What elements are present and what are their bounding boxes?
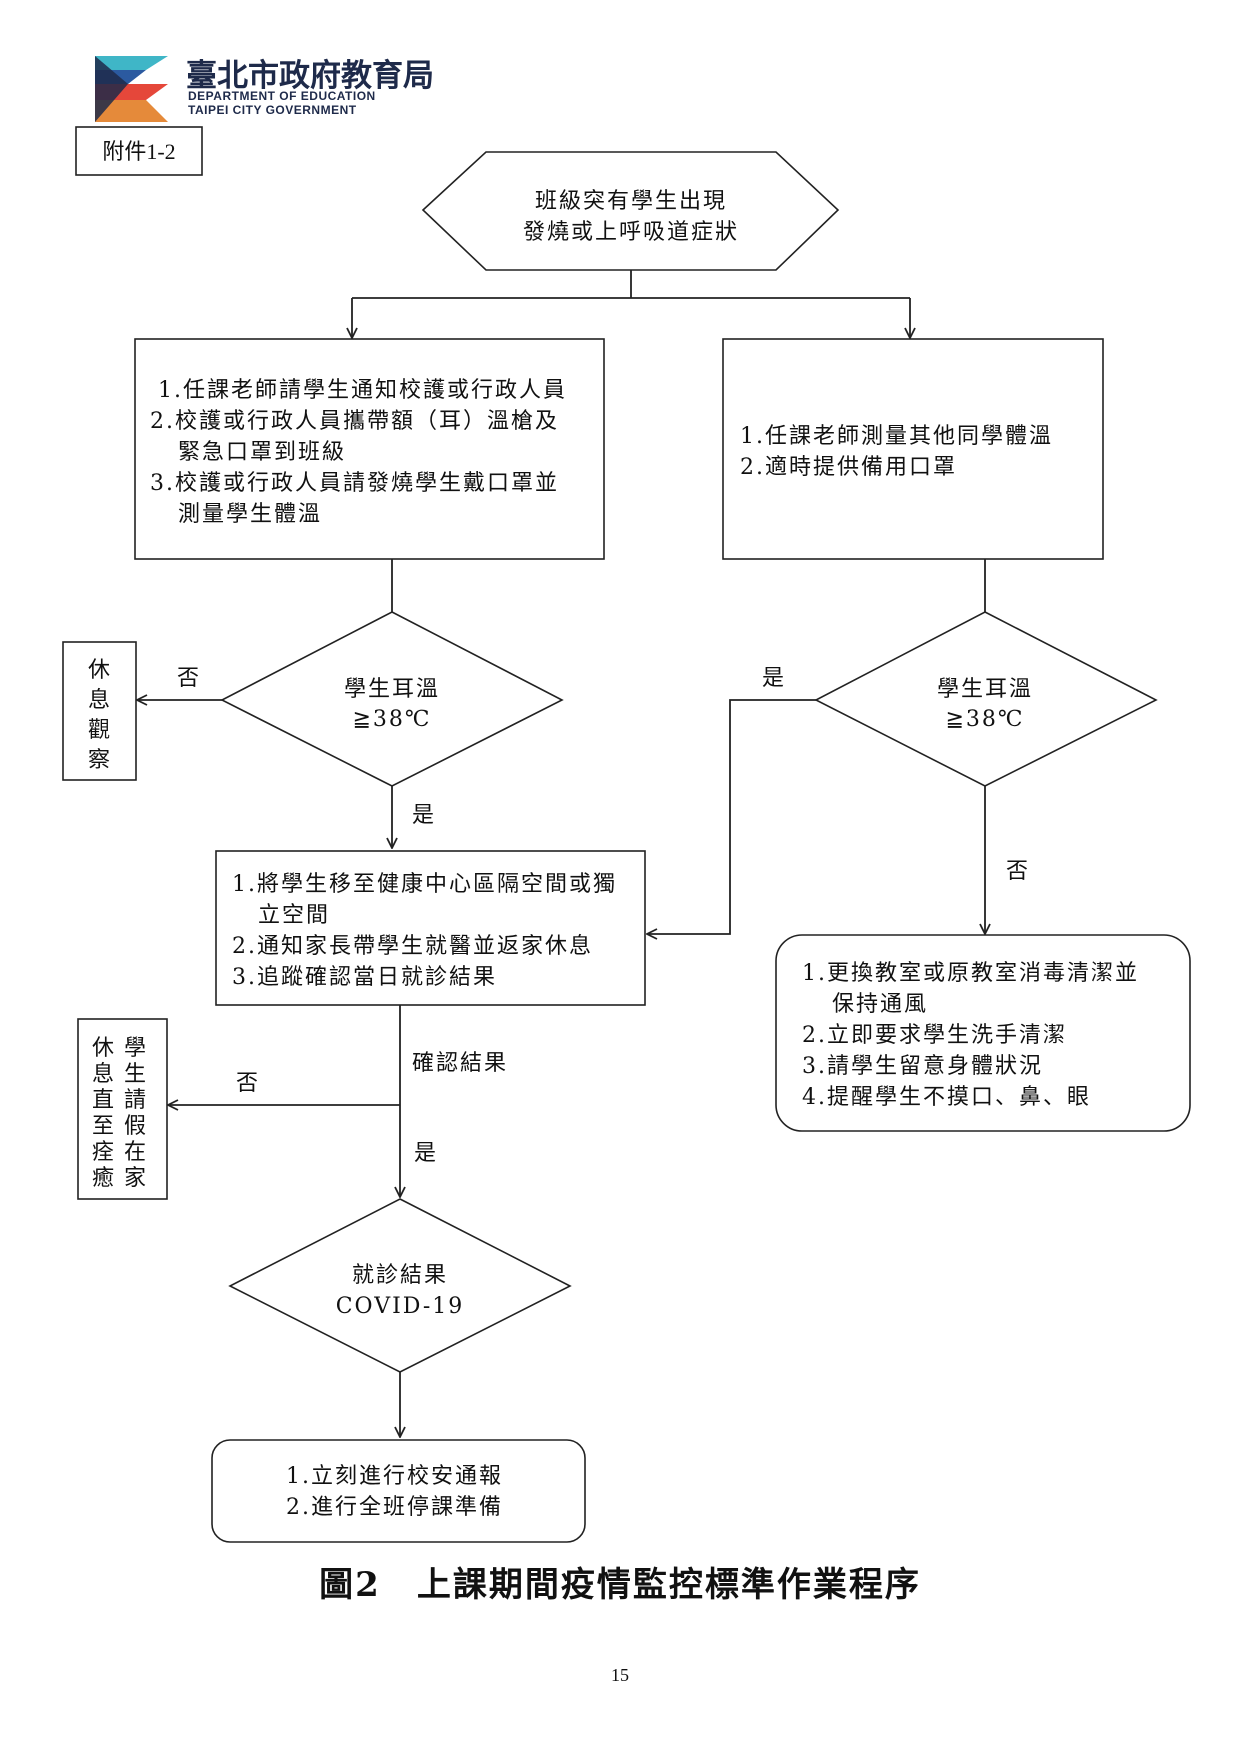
start-hexagon: [421, 151, 840, 271]
leave-col1-char-5: 痊: [92, 1140, 116, 1165]
rest-observe-char-2: 息: [88, 688, 112, 713]
rest-observe-char-1: 休: [88, 658, 112, 683]
diagnosis-line-1: 就診結果: [352, 1263, 448, 1288]
right-action-2: 2.適時提供備用口罩: [740, 455, 957, 480]
leave-col1-char-1: 休: [92, 1036, 116, 1061]
class-action-4: 4.提醒學生不摸口、鼻、眼: [802, 1085, 1091, 1110]
left-actions-box: [134, 338, 605, 560]
start-line-2: 發燒或上呼吸道症狀: [523, 220, 739, 245]
confirm-label: 確認結果: [412, 1051, 508, 1076]
right-actions-box: [722, 338, 1104, 560]
start-line-1: 班級突有學生出現: [535, 189, 727, 214]
attachment-label: 附件1-2: [102, 139, 175, 164]
page-number: 15: [611, 1665, 629, 1685]
class-actions-box: [775, 934, 1191, 1132]
isolate-action-1-cont: 立空間: [258, 903, 330, 928]
leave-col2-char-4: 假: [124, 1114, 148, 1139]
leave-col1-char-3: 直: [92, 1088, 116, 1113]
figure-caption: 圖2 上課期間疫情監控標準作業程序: [319, 1565, 921, 1605]
isolate-action-2: 2.通知家長帶學生就醫並返家休息: [232, 934, 593, 959]
confirm-no-label: 否: [236, 1071, 260, 1096]
left-action-2-cont: 緊急口罩到班級: [178, 440, 346, 465]
leave-col1-char-6: 癒: [92, 1166, 116, 1191]
isolate-action-3: 3.追蹤確認當日就診結果: [232, 965, 497, 990]
class-action-1: 1.更換教室或原教室消毒清潔並: [802, 961, 1139, 986]
final-action-1: 1.立刻進行校安通報: [286, 1464, 503, 1489]
department-logo: [95, 56, 168, 122]
leave-col2-char-2: 生: [124, 1062, 148, 1087]
isolate-action-1: 1.將學生移至健康中心區隔空間或獨: [232, 872, 617, 897]
leave-col2-char-3: 請: [124, 1088, 148, 1113]
org-name-en-1: DEPARTMENT OF EDUCATION: [188, 89, 376, 103]
leave-col1-char-4: 至: [92, 1114, 116, 1139]
arrow-right-yes: [647, 699, 816, 934]
right-check-line-2: ≧38℃: [945, 707, 1024, 732]
leave-col2-char-1: 學: [124, 1036, 148, 1061]
class-action-2: 2.立即要求學生洗手清潔: [802, 1023, 1067, 1048]
leave-col2-char-6: 家: [124, 1166, 148, 1191]
isolate-actions-box: [215, 850, 646, 1006]
leave-col1-char-2: 息: [92, 1062, 116, 1087]
org-name-cn: 臺北市政府教育局: [186, 58, 434, 94]
confirm-yes-label: 是: [414, 1141, 438, 1166]
right-action-1: 1.任課老師測量其他同學體溫: [740, 424, 1053, 449]
left-action-2: 2.校護或行政人員攜帶額（耳）溫槍及: [150, 409, 559, 434]
class-action-1-cont: 保持通風: [832, 992, 928, 1017]
left-action-3-cont: 測量學生體溫: [178, 502, 322, 527]
left-yes-label: 是: [412, 803, 436, 828]
left-action-3: 3.校護或行政人員請發燒學生戴口罩並: [150, 471, 559, 496]
rest-observe-char-4: 察: [88, 748, 112, 773]
final-actions-box: [211, 1439, 586, 1543]
rest-observe-char-3: 觀: [88, 718, 112, 743]
leave-col2-char-5: 在: [124, 1140, 148, 1165]
left-no-label: 否: [177, 666, 201, 691]
class-action-3: 3.請學生留意身體狀況: [802, 1054, 1043, 1079]
final-action-2: 2.進行全班停課準備: [286, 1495, 503, 1520]
left-check-line-2: ≧38℃: [352, 707, 431, 732]
org-name-en-2: TAIPEI CITY GOVERNMENT: [188, 103, 357, 117]
left-action-1: 1.任課老師請學生通知校護或行政人員: [158, 378, 567, 403]
diagnosis-line-2: COVID-19: [336, 1294, 465, 1319]
right-yes-label: 是: [762, 666, 786, 691]
leave-home-box: [77, 1018, 168, 1200]
left-check-line-1: 學生耳溫: [344, 677, 440, 702]
rest-observe-box: [62, 641, 137, 781]
right-no-label: 否: [1006, 859, 1030, 884]
right-check-line-1: 學生耳溫: [937, 677, 1033, 702]
attachment-label-box: [75, 126, 203, 176]
